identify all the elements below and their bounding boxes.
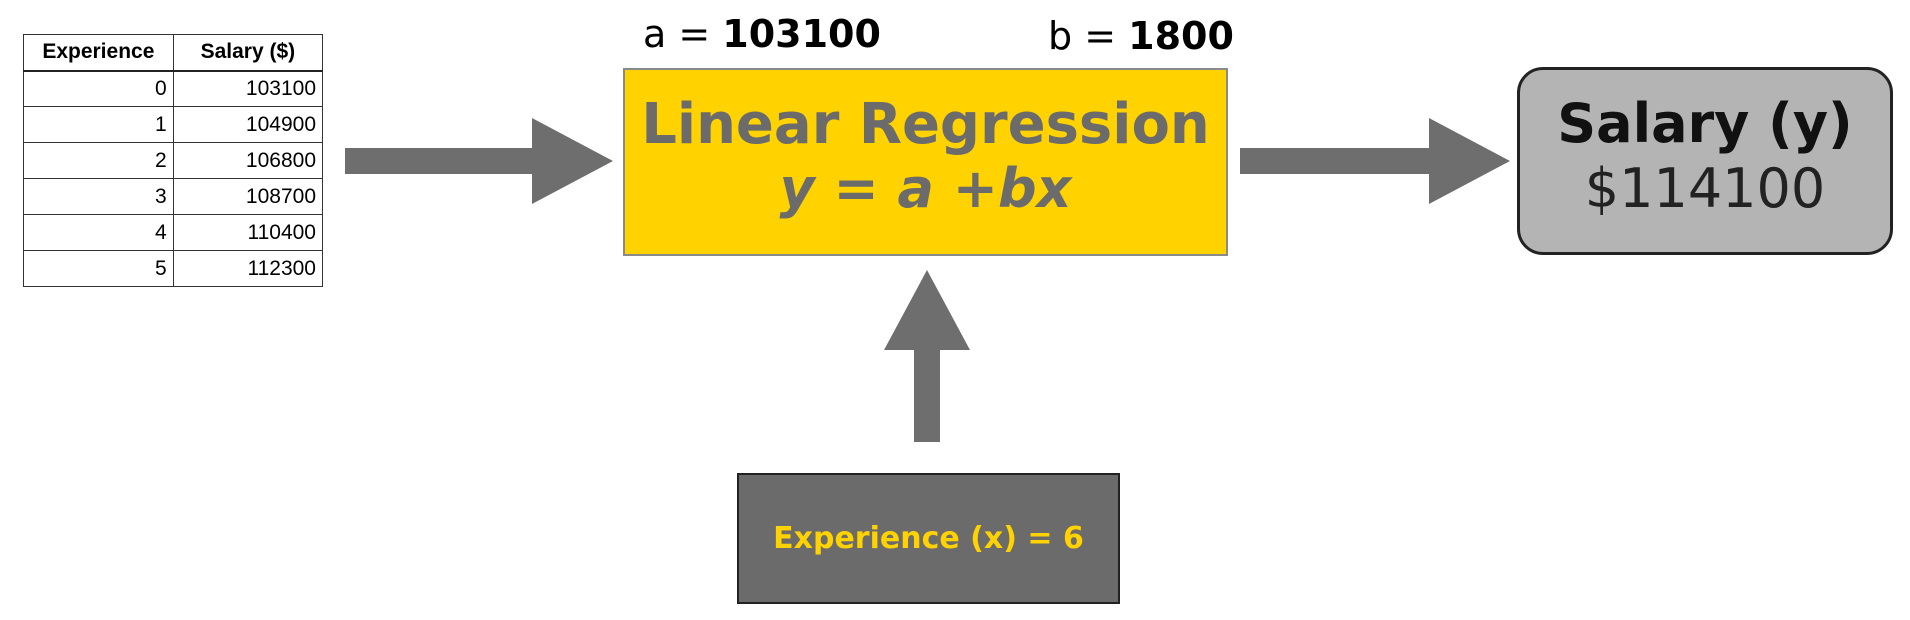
- param-b-name: b =: [1048, 14, 1129, 58]
- table-cell-salary: 112300: [172, 250, 324, 287]
- regression-model-box: Linear Regression y = a +bx: [623, 68, 1228, 256]
- arrow-right-icon: [1240, 118, 1510, 204]
- table-cell-salary: 110400: [172, 214, 324, 251]
- model-title: Linear Regression: [641, 92, 1210, 157]
- param-a-value: 103100: [722, 12, 881, 56]
- column-header-experience: Experience: [23, 34, 174, 72]
- table-row: 4 110400: [23, 214, 324, 251]
- table-row: 3 108700: [23, 178, 324, 215]
- table-cell-salary: 106800: [172, 142, 324, 179]
- input-label: Experience (x) = 6: [773, 521, 1084, 556]
- table-cell-experience: 3: [23, 178, 174, 215]
- param-a-name: a =: [643, 12, 723, 56]
- table-cell-experience: 5: [23, 250, 174, 287]
- table-cell-experience: 0: [23, 70, 174, 107]
- param-b-value: 1800: [1128, 14, 1234, 58]
- table-row: 1 104900: [23, 106, 324, 143]
- arrow-up-icon: [884, 270, 970, 442]
- table-cell-experience: 1: [23, 106, 174, 143]
- table-cell-salary: 103100: [172, 70, 324, 107]
- table-row: 0 103100: [23, 70, 324, 107]
- experience-input-box: Experience (x) = 6: [737, 473, 1120, 604]
- param-a-label: a = 103100: [643, 15, 881, 53]
- param-b-label: b = 1800: [1048, 17, 1234, 55]
- table-header-row: Experience Salary ($): [23, 34, 324, 72]
- table-row: 5 112300: [23, 250, 324, 287]
- table-cell-experience: 2: [23, 142, 174, 179]
- training-data-table: Experience Salary ($) 0 103100 1 104900 …: [23, 34, 324, 287]
- output-title: Salary (y): [1557, 92, 1853, 155]
- table-cell-experience: 4: [23, 214, 174, 251]
- output-value: $114100: [1584, 156, 1826, 220]
- table-cell-salary: 108700: [172, 178, 324, 215]
- column-header-salary: Salary ($): [172, 34, 324, 72]
- model-formula: y = a +bx: [779, 156, 1072, 220]
- table-row: 2 106800: [23, 142, 324, 179]
- salary-output-box: Salary (y) $114100: [1517, 67, 1893, 255]
- arrow-right-icon: [345, 118, 613, 204]
- table-cell-salary: 104900: [172, 106, 324, 143]
